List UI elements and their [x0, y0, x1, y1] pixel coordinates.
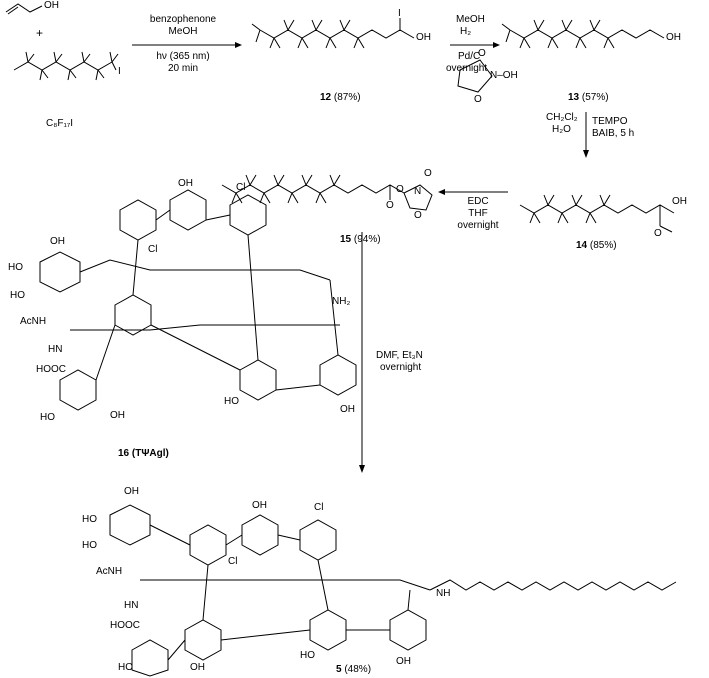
- compound-12-chain: [259, 29, 415, 39]
- compound-12-label: 12 (87%): [320, 92, 361, 103]
- compound-13-chain: [509, 29, 665, 39]
- compound-15-o-link: O: [396, 184, 404, 195]
- compound-14-number: 14: [576, 240, 588, 251]
- compound-14-label: 14 (85%): [576, 240, 617, 251]
- c8f17i-label: C₈F₁₇I: [46, 118, 74, 129]
- step4-reagent-3: overnight: [457, 220, 499, 231]
- step3-reagent-2: H₂O: [552, 124, 571, 135]
- c16-hn: HN: [48, 344, 63, 355]
- compound-14-chain: [519, 204, 675, 214]
- compound-16-skeleton: [39, 189, 357, 411]
- c5-oh-bottom-2: OH: [396, 656, 411, 667]
- compound-15-yield: (94%): [353, 234, 381, 245]
- step1-reagent-1: benzophenone: [149, 14, 217, 25]
- c5-oh-sugar-top: OH: [124, 486, 139, 497]
- compound-5-skeleton: [109, 504, 677, 677]
- c5-ho-sugar-2: HO: [82, 540, 97, 551]
- nhs-o-bottom: O: [474, 94, 482, 105]
- compound-12-iodine: I: [398, 8, 401, 19]
- allyl-alcohol-bonds: [5, 3, 43, 13]
- perfluorooctyl-iodide-chain: [13, 61, 113, 71]
- nhs-o-top: O: [478, 48, 486, 59]
- c5-hn: HN: [124, 600, 139, 611]
- step2-reagent-3: Pd/C: [458, 51, 481, 62]
- compound-15-o-ring-top: O: [424, 168, 432, 179]
- nhs-ring: [457, 59, 493, 93]
- c5-ho-sugar-1: HO: [82, 514, 97, 525]
- c16-oh-sugar-top: OH: [50, 236, 65, 247]
- c16-ho-bottom-1: HO: [40, 412, 55, 423]
- step3-reagent-4: BAIB, 5 h: [592, 128, 635, 139]
- compound-5-label: 5 (48%): [336, 664, 371, 675]
- c16-ho-sugar-2: HO: [10, 290, 25, 301]
- compound-15-o-ester: O: [386, 200, 394, 211]
- compound-13-oh: OH: [666, 32, 681, 43]
- step1-reagent-3: hν (365 nm): [156, 51, 210, 62]
- c16-oh-top: OH: [178, 178, 193, 189]
- c5-acnh: AcNH: [96, 566, 123, 577]
- compound-12-oh: OH: [416, 32, 431, 43]
- c5-ho-bottom-1: HO: [118, 662, 133, 673]
- iodine-label: I: [118, 66, 121, 77]
- compound-16-label: 16 (TΨAgl): [118, 448, 169, 459]
- compound-13-number: 13: [568, 92, 580, 103]
- compound-15-chain: [221, 184, 405, 194]
- compound-15-n: N: [414, 186, 422, 197]
- step5-reagent-1: DMF, Et₃N: [376, 350, 423, 361]
- compound-14-oh: OH: [672, 196, 687, 207]
- step3-reagent-1: CH₂Cl₂: [546, 112, 578, 123]
- allyl-oh-label: OH: [44, 0, 59, 11]
- c5-cl-2: Cl: [228, 556, 238, 567]
- c16-nh2: NH₂: [332, 296, 351, 307]
- nhs-n-oh: N–OH: [490, 70, 518, 81]
- c16-acnh: AcNH: [20, 316, 47, 327]
- c5-oh-bottom-1: OH: [190, 662, 205, 673]
- compound-15-label: 15 (94%): [340, 234, 381, 245]
- compound-13-yield: (57%): [581, 92, 609, 103]
- c5-oh-top: OH: [252, 500, 267, 511]
- compound-15-o-ring-bottom: O: [414, 210, 422, 221]
- c16-cl-2: Cl: [148, 244, 158, 255]
- step1-reagent-4: 20 min: [167, 63, 198, 74]
- c16-cl-1: Cl: [236, 182, 246, 193]
- step2-reagent-4: overnight: [446, 63, 488, 74]
- c5-hooc: HOOC: [110, 620, 140, 631]
- plus-sign: +: [36, 26, 44, 40]
- c16-oh-bottom-2: OH: [340, 404, 355, 415]
- c5-nh: NH: [436, 588, 451, 599]
- c16-oh-bottom-1: OH: [110, 410, 125, 421]
- compound-12-number: 12: [320, 92, 332, 103]
- compound-14-yield: (85%): [589, 240, 617, 251]
- c16-hooc: HOOC: [36, 364, 66, 375]
- compound-16-name: (TΨAgl): [131, 448, 169, 459]
- compound-15-number: 15: [340, 234, 352, 245]
- c5-ho-bottom-2: HO: [300, 650, 315, 661]
- step4-reagent-2: THF: [468, 208, 488, 219]
- c16-ho-sugar-1: HO: [8, 262, 23, 273]
- compound-5-yield: (48%): [344, 664, 372, 675]
- compound-16-number: 16: [118, 448, 130, 459]
- step4-reagent-1: EDC: [467, 196, 489, 207]
- step5-reagent-2: overnight: [380, 362, 422, 373]
- compound-5-number: 5: [336, 664, 342, 675]
- step2-reagent-2: H₂: [460, 26, 472, 37]
- step1-reagent-2: MeOH: [168, 26, 198, 37]
- compound-13-label: 13 (57%): [568, 92, 609, 103]
- compound-14-o: O: [654, 228, 662, 239]
- c5-cl-1: Cl: [314, 502, 324, 513]
- c16-ho-bottom-2: HO: [224, 396, 239, 407]
- compound-12-yield: (87%): [333, 92, 361, 103]
- step2-reagent-1: MeOH: [456, 14, 485, 25]
- step3-reagent-3: TEMPO: [592, 116, 628, 127]
